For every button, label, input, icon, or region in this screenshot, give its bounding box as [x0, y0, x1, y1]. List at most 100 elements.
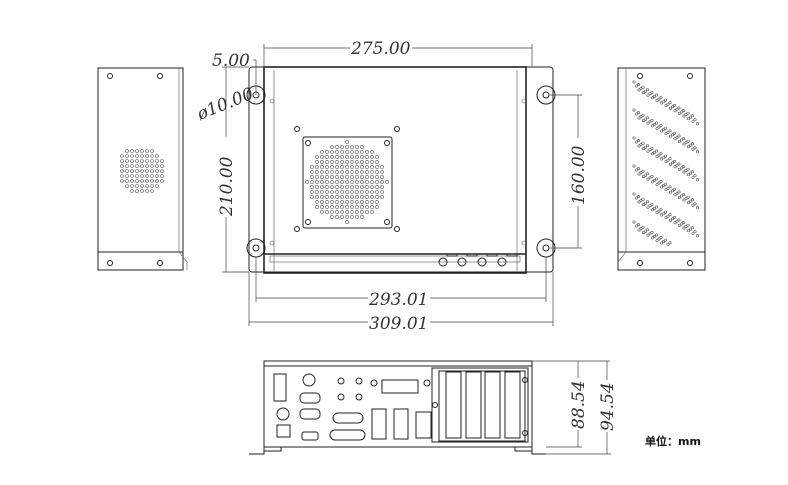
vent-hole	[673, 137, 677, 141]
vent-hole	[650, 202, 654, 206]
vent-hole	[661, 156, 665, 160]
vent-hole	[686, 167, 690, 171]
vent-hole	[681, 193, 685, 197]
vent-hole	[125, 149, 129, 153]
vent-hole	[650, 96, 654, 100]
vent-hole	[646, 205, 650, 209]
vent-hole	[681, 165, 685, 169]
vent-hole	[375, 155, 379, 159]
vent-hole	[645, 228, 649, 232]
vent-hole	[641, 197, 645, 201]
vent-hole	[677, 190, 681, 194]
vent-hole	[355, 185, 359, 189]
vent-hole	[360, 150, 364, 154]
vent-hole	[335, 190, 339, 194]
vent-hole	[643, 117, 647, 121]
vent-hole	[645, 116, 649, 120]
vent-hole	[315, 205, 319, 209]
vent-hole	[330, 150, 334, 154]
vent-hole	[370, 200, 374, 204]
vent-hole	[135, 174, 139, 178]
vent-hole	[648, 232, 652, 236]
vent-hole	[345, 190, 349, 194]
vent-hole	[641, 225, 645, 229]
vent-hole	[350, 160, 354, 164]
vent-hole	[643, 229, 647, 233]
vent-hole	[355, 160, 359, 164]
vent-hole	[340, 160, 344, 164]
vent-hole	[375, 200, 379, 204]
vent-hole	[355, 205, 359, 209]
vent-hole	[345, 150, 349, 154]
vent-hole	[661, 100, 665, 104]
front-ports	[438, 253, 518, 267]
dim-293: 293.01	[368, 290, 428, 310]
vent-hole	[140, 189, 144, 193]
rear-view	[249, 360, 546, 455]
vent-hole	[686, 173, 690, 177]
vent-hole	[375, 205, 379, 209]
vent-hole	[646, 233, 650, 237]
vent-hole	[670, 133, 674, 137]
vent-hole	[375, 190, 379, 194]
vent-hole	[650, 230, 654, 234]
vent-hole	[145, 184, 149, 188]
vent-hole	[315, 155, 319, 159]
vent-hole	[646, 149, 650, 153]
vent-hole	[335, 165, 339, 169]
vent-hole	[668, 134, 672, 138]
vent-hole	[325, 160, 329, 164]
vent-hole	[666, 242, 670, 246]
vent-hole	[668, 101, 672, 105]
vent-hole	[125, 184, 129, 188]
vent-hole	[645, 172, 649, 176]
vent-hole	[340, 175, 344, 179]
side-vent-pattern	[632, 80, 699, 246]
vent-hole	[335, 170, 339, 174]
vent-hole	[693, 230, 697, 234]
vent-hole	[340, 195, 344, 199]
vent-hole	[646, 121, 650, 125]
vent-hole	[677, 167, 681, 171]
vent-hole	[370, 210, 374, 214]
dimension-labels: 275.00 5.00 ø10.00 210.00 160.00 293.01 …	[193, 38, 701, 448]
vent-hole	[145, 174, 149, 178]
vent-hole	[668, 129, 672, 133]
vent-hole	[340, 155, 344, 159]
vent-hole	[360, 210, 364, 214]
vent-hole	[330, 170, 334, 174]
vent-hole	[684, 141, 688, 145]
vent-hole	[636, 111, 640, 115]
vent-hole	[360, 170, 364, 174]
vent-hole	[664, 188, 668, 192]
vent-hole	[664, 216, 668, 220]
vent-hole	[682, 114, 686, 118]
vent-hole	[672, 103, 676, 107]
vent-hole	[320, 180, 324, 184]
vent-hole	[310, 180, 314, 184]
vent-hole	[150, 174, 154, 178]
vent-hole	[355, 180, 359, 184]
vent-hole	[130, 184, 134, 188]
vent-hole	[320, 210, 324, 214]
vent-hole	[140, 149, 144, 153]
vent-hole	[686, 229, 690, 233]
vent-hole	[125, 174, 129, 178]
vent-hole	[654, 149, 658, 153]
dim-hole: ø10.00	[193, 84, 256, 125]
vent-hole	[155, 169, 159, 173]
vent-hole	[140, 184, 144, 188]
vent-hole	[155, 184, 159, 188]
vent-hole	[325, 180, 329, 184]
vent-hole	[641, 91, 645, 95]
vent-hole	[345, 185, 349, 189]
vent-hole	[370, 185, 374, 189]
vent-hole	[335, 145, 339, 149]
vent-hole	[335, 180, 339, 184]
keyhole-icons	[246, 85, 556, 258]
vent-hole	[641, 175, 645, 179]
vent-hole	[370, 150, 374, 154]
vent-hole	[690, 142, 694, 146]
vent-hole	[637, 144, 641, 148]
